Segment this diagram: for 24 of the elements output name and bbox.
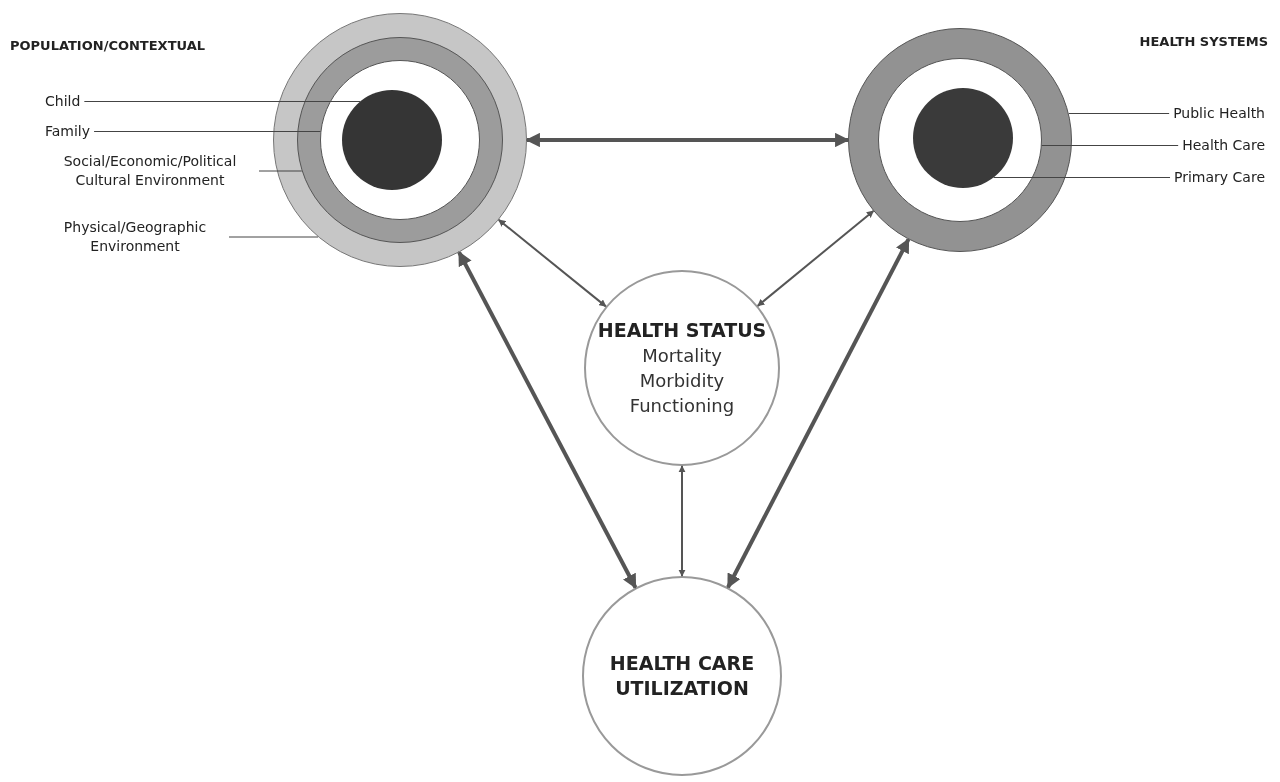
leader-line [1041,145,1179,146]
leader-line [93,131,321,132]
group-heading: HEALTH SYSTEMS [1139,34,1268,49]
leader-line [1068,113,1170,114]
double-arrow [497,218,607,308]
callout-label: Child [45,92,81,111]
node-title: HEALTH CARE UTILIZATION [608,651,756,701]
double-arrow [525,132,850,148]
callout-label: Primary Care [1174,168,1265,187]
node-title: HEALTH STATUS [597,318,767,343]
callout-label: Public Health [1173,104,1265,123]
double-arrow [457,251,638,589]
callout-label: Health Care [1182,136,1265,155]
callout-label: Social/Economic/Political Cultural Environment [45,152,255,190]
leader-line [993,177,1171,178]
node-text: Mortality Morbidity Functioning [628,344,736,418]
callout-label: Family [45,122,91,141]
group-heading: POPULATION/CONTEXTUAL [10,38,205,53]
double-arrow [678,465,686,577]
leader-line [83,101,361,102]
leader-line [228,236,319,238]
callout-label: Physical/Geographic Environment [45,218,225,256]
double-arrow [726,238,911,589]
double-arrow [756,210,875,307]
